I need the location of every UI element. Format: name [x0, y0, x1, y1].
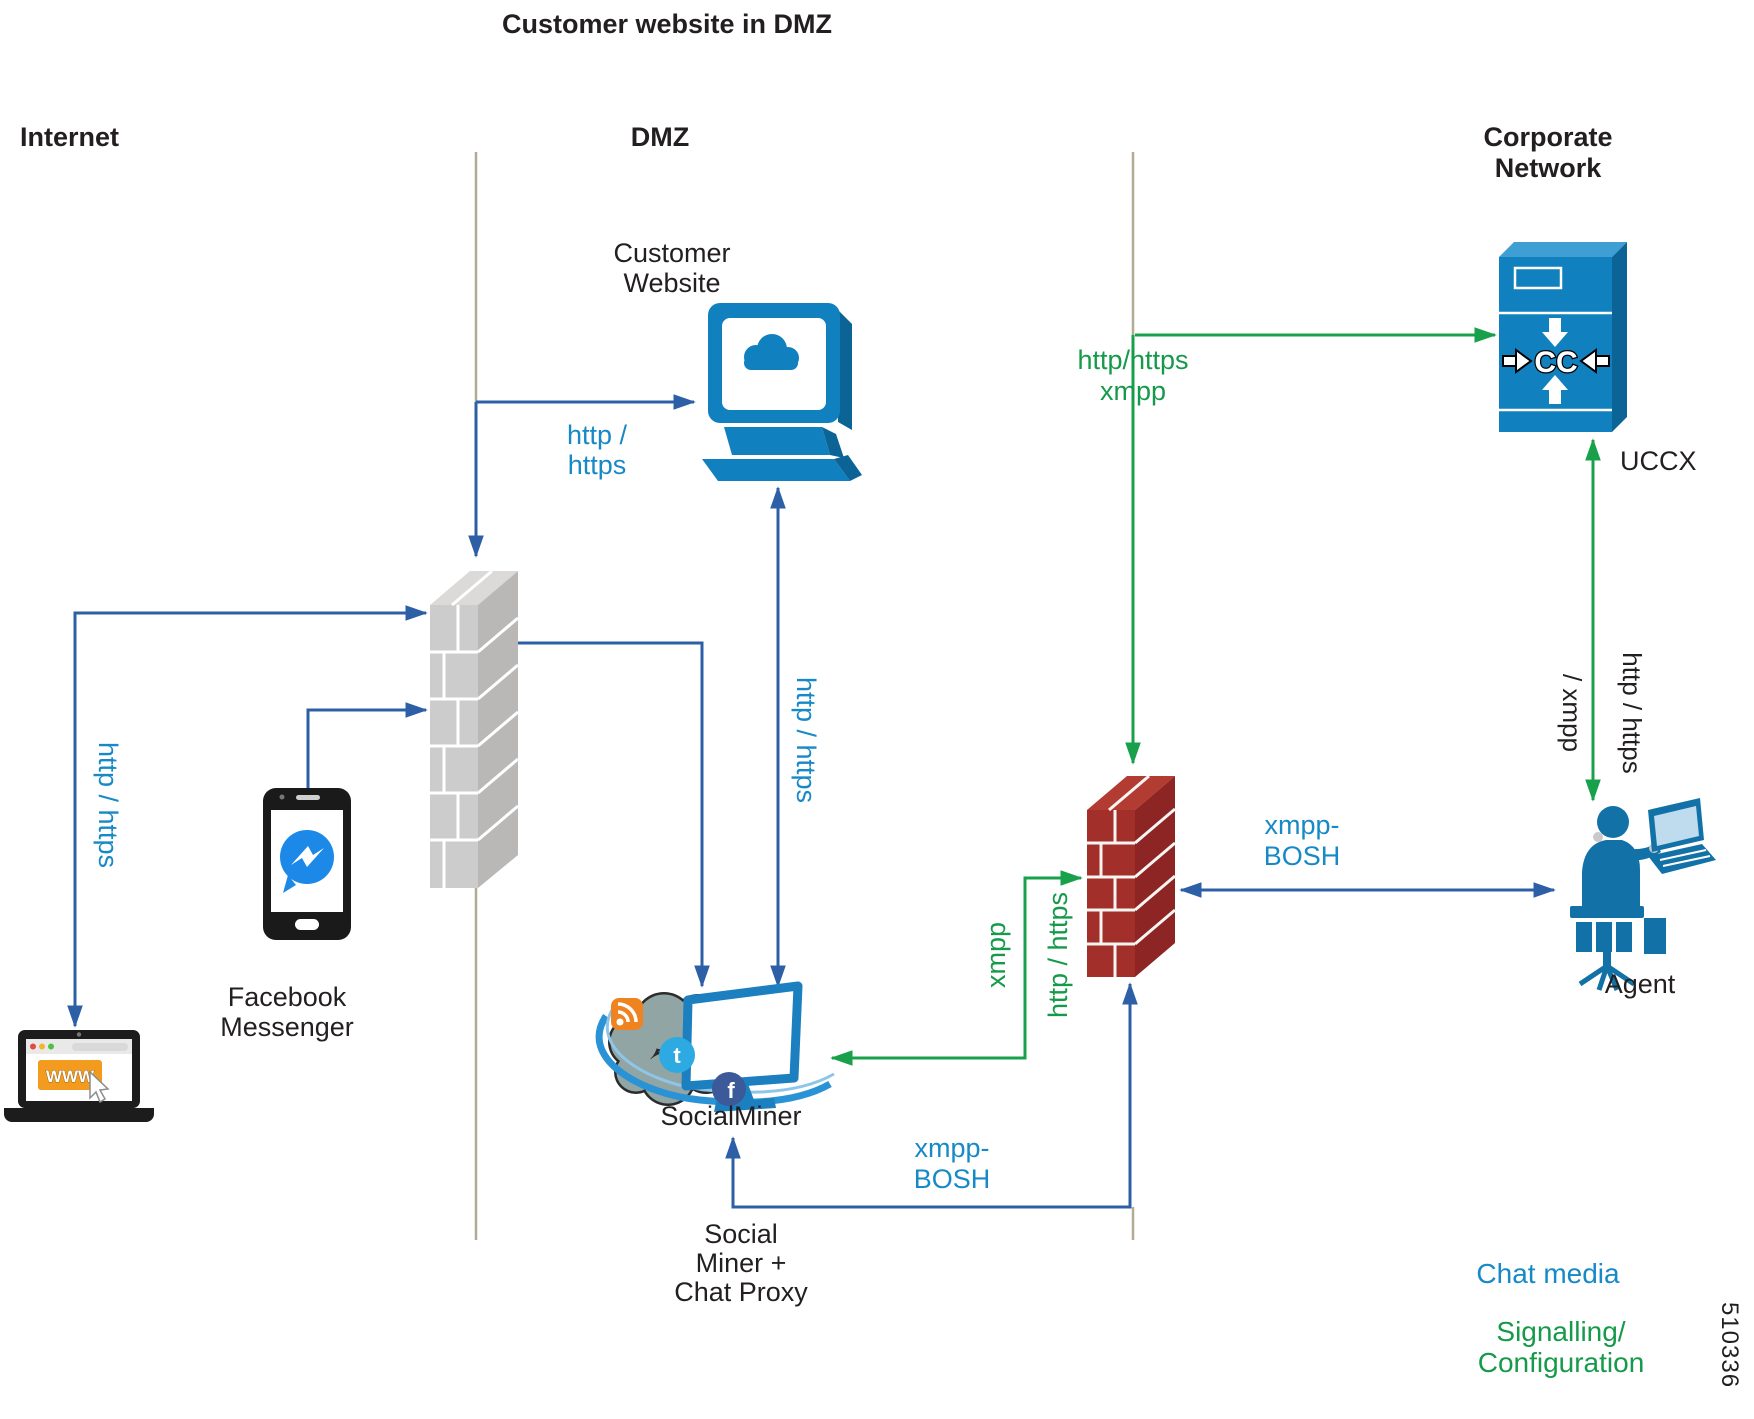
svg-text:f: f [727, 1078, 735, 1103]
edge-socialminer-redfirewall-bosh [725, 982, 1138, 1209]
signalling-connectors [830, 327, 1601, 1066]
agent-label: Agent [1604, 969, 1676, 999]
customer-website-label: Customer Website [613, 238, 731, 298]
xmpp-bosh-socialminer-label: xmpp-BOSH [913, 1133, 991, 1194]
uccx-link-label: http/https xmpp [1077, 345, 1189, 406]
cloud-icon [744, 334, 799, 370]
monitor-icon [681, 981, 803, 1091]
legend-signalling-label: Signalling/ Configuration [1477, 1316, 1645, 1378]
agent-uccx-protocol-label: http / https / xmpp [1557, 638, 1677, 788]
facebook-messenger-label: Facebook Messenger [220, 982, 354, 1042]
cc-label: CC [1534, 346, 1577, 379]
swoosh-icon [595, 1014, 832, 1106]
legend-chat-media-label: Chat media [1476, 1258, 1620, 1289]
uccx-label: UCCX [1620, 446, 1697, 476]
edge-socialminer-redfirewall-signal [830, 870, 1083, 1066]
red-firewall-icon [1087, 774, 1176, 977]
svg-text:t: t [673, 1043, 681, 1068]
laptop-icon: WWW [4, 1030, 154, 1122]
edge-grayfirewall-socialminer [500, 641, 710, 988]
cursor-icon [89, 1070, 110, 1104]
www-button-label: WWW [46, 1067, 95, 1086]
signal-label-xmpp: xmpp [981, 921, 1011, 989]
zone-label-dmz: DMZ [630, 122, 690, 152]
website-in-http-label: http / https [566, 420, 628, 480]
diagram-title: Customer website in DMZ [501, 9, 833, 39]
zone-label-corporate: Corporate Network [1483, 122, 1613, 183]
laptop-http-label: http / https [93, 741, 123, 869]
agent-icon [1570, 798, 1716, 991]
agent-uccx-http: http / https [1617, 652, 1647, 774]
uccx-server-icon: CC [1499, 242, 1627, 432]
figure-id: 510336 [1716, 1301, 1743, 1389]
xmpp-bosh-agent-label: xmpp-BOSH [1263, 810, 1341, 871]
rss-icon [611, 998, 643, 1030]
socialminer-label: SocialMiner [660, 1101, 802, 1131]
edge-phone-firewall [306, 702, 428, 788]
gray-firewall-icon [430, 569, 519, 888]
socialminer-chat-proxy-label: Social Miner + Chat Proxy [674, 1219, 808, 1307]
signal-label-http: http / https [1043, 891, 1073, 1019]
socialminer-firewall-signal-label: xmpp http / https [950, 880, 1073, 1030]
agent-uccx-xmpp: / xmpp [1557, 673, 1587, 753]
customer-website-icon [702, 303, 862, 481]
zone-label-internet: Internet [20, 122, 120, 152]
twitter-icon: t [659, 1037, 695, 1073]
facebook-messenger-icon [263, 788, 351, 940]
socialminer-icon: t f [595, 981, 835, 1112]
edge-laptop-firewall [67, 605, 428, 1028]
facebook-icon: f [712, 1072, 746, 1106]
messenger-bubble-icon [280, 830, 334, 893]
chat-media-connectors [67, 394, 1556, 1209]
website-socialminer-http-label: http / https [791, 676, 821, 804]
cc-arrows-icon [1502, 318, 1610, 404]
